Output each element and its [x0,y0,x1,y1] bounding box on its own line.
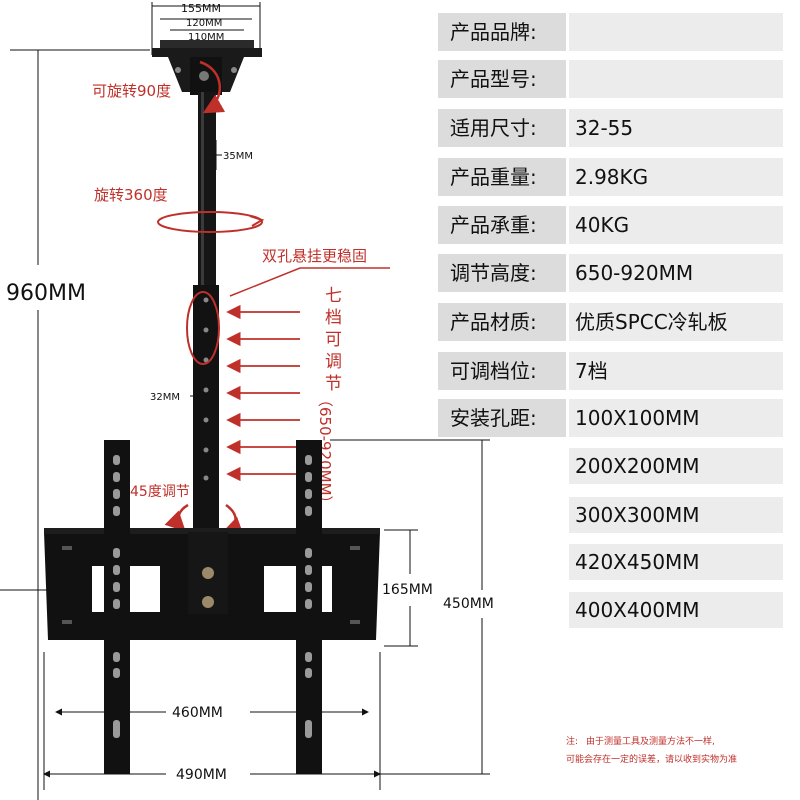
width-dimension [43,652,381,790]
spec-row-size: 适用尺寸: 32-55 [438,109,783,147]
label-seven-levels-3: 可 [325,330,342,350]
upper-pole [198,92,216,292]
label-rotate-90: 可旋转90度 [92,82,171,100]
dim-upper-pole: 35MM [223,151,253,162]
label-seven-levels-5: 节 [325,374,342,394]
spec-label: 安装孔距: [438,399,566,437]
label-seven-levels-2: 档 [325,308,342,328]
label-tilt-45: 45度调节 [130,484,190,500]
note-line-1: 由于测量工具及测量方法不一样, [586,737,715,747]
spec-label: 产品型号: [438,60,566,98]
spec-label: 产品材质: [438,303,566,341]
spec-row-material: 产品材质: 优质SPCC冷轧板 [438,303,783,341]
spec-value: 32-55 [569,109,783,147]
dim-plate-inner-height: 165MM [382,582,433,598]
spec-value [569,60,783,98]
arm-slots [113,455,312,738]
spec-label: 产品品牌: [438,13,566,51]
spec-label: 调节高度: [438,254,566,292]
spec-row-levels: 可调档位: 7档 [438,352,783,390]
spec-value: 7档 [569,352,783,390]
dim-total-height: 960MM [6,281,86,306]
mounting-plate [44,528,380,640]
pole-adjust-holes [203,297,209,481]
spec-value: 100X100MM [569,399,783,437]
spec-row-brand: 产品品牌: [438,13,783,51]
rotate-90-arrow [199,60,226,114]
spec-value: 优质SPCC冷轧板 [569,303,783,341]
height-dimension-line [0,49,150,800]
hole-spacing-item: 300X300MM [569,497,783,533]
spec-value [569,13,783,51]
double-hole-highlight [186,291,220,365]
spec-label: 可调档位: [438,352,566,390]
label-double-hole: 双孔悬挂更稳固 [262,247,367,265]
dim-plate-height: 450MM [443,596,494,612]
dim-width-inner: 460MM [172,705,223,721]
label-rotate-360: 旋转360度 [94,186,168,204]
note-line-2: 可能会存在一定的误差，请以收到实物为准 [566,755,738,765]
ceiling-plate [152,40,262,95]
dim-top-inner: 110MM [188,32,224,43]
spec-value: 650-920MM [569,254,783,292]
level-arrows [226,304,300,482]
dim-top-mid: 120MM [186,18,222,29]
tilt-45-arrow [221,503,244,536]
hole-spacing-item: 420X450MM [569,544,783,580]
pole-dim-35 [212,140,222,170]
dim-top-outer: 155MM [181,2,221,15]
hole-spacing-item: 200X200MM [569,448,783,484]
spec-label: 适用尺寸: [438,109,566,147]
spec-label: 产品承重: [438,206,566,244]
spec-row-model: 产品型号: [438,60,783,98]
note-prefix: 注: [566,737,579,747]
spec-value: 2.98KG [569,158,783,196]
spec-row-hole-spacing: 安装孔距: 100X100MM [438,399,783,437]
label-seven-levels-1: 七 [325,286,342,306]
spec-row-height: 调节高度: 650-920MM [438,254,783,292]
spec-label: 产品重量: [438,158,566,196]
spec-value: 40KG [569,206,783,244]
top-dimension-lines [151,2,261,55]
dim-lower-pole: 32MM [150,392,180,403]
lower-pole [193,285,219,533]
spec-row-load: 产品承重: 40KG [438,206,783,244]
spec-row-weight: 产品重量: 2.98KG [438,158,783,196]
hole-spacing-item: 400X400MM [569,592,783,628]
rotate-360-ellipse [157,211,263,233]
dim-width-outer: 490MM [176,767,227,783]
label-seven-levels-4: 调 [325,352,342,372]
